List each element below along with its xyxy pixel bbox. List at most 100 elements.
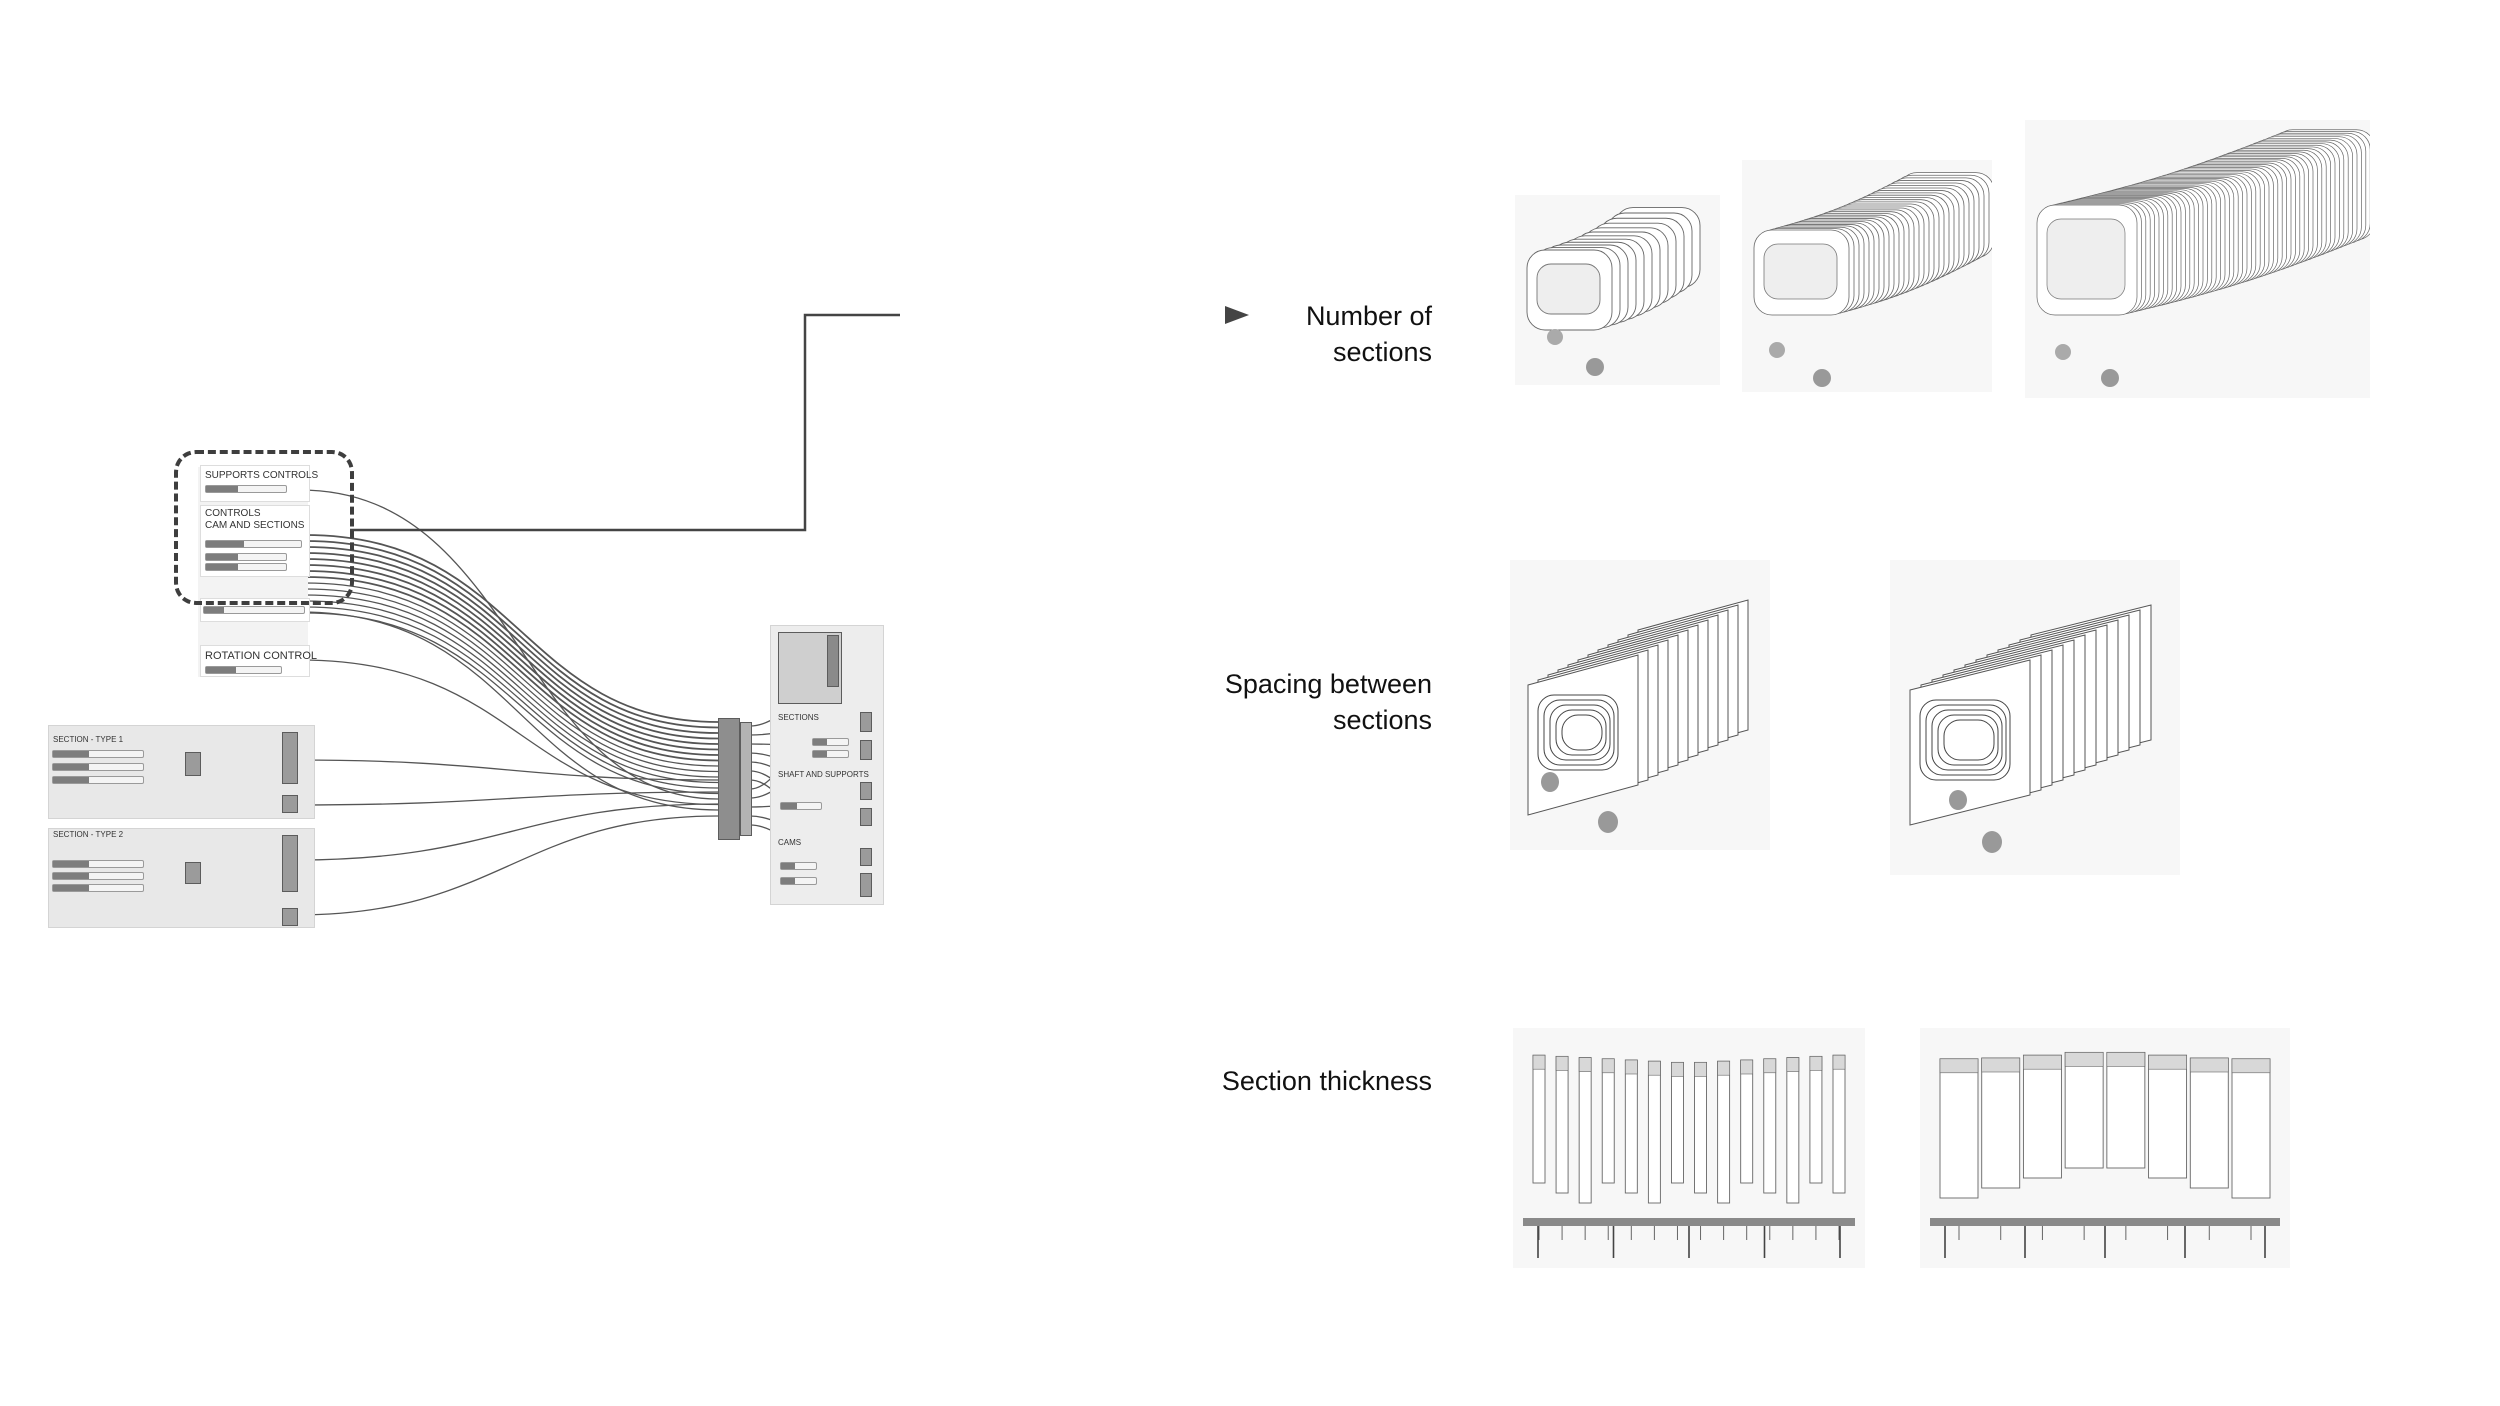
- cams-node-b[interactable]: [860, 873, 872, 897]
- type1-slider-3[interactable]: [52, 776, 144, 784]
- wire: [304, 570, 719, 756]
- central-merge-component[interactable]: [718, 718, 740, 840]
- cam-contour: [1925, 704, 2007, 776]
- shaft-node-b[interactable]: [860, 808, 872, 826]
- cam-slider-2[interactable]: [205, 553, 287, 561]
- shaft-bar: [1930, 1218, 2280, 1226]
- type1-merge-component[interactable]: [185, 752, 201, 776]
- cam-contour: [1931, 709, 2003, 771]
- cam-contour: [1549, 704, 1611, 761]
- wire: [304, 588, 719, 773]
- wire: [295, 815, 719, 916]
- preview-small[interactable]: [827, 635, 839, 687]
- label-number-of-sections: Number of sections: [1305, 301, 1432, 367]
- section-cap: [2106, 1052, 2146, 1067]
- cam-sections-title: CAM AND SECTIONS: [205, 520, 305, 531]
- section-elevation: [1694, 1061, 1707, 1194]
- cams-title: CAMS: [778, 838, 802, 847]
- section-elevation: [1981, 1057, 2021, 1189]
- type1-output-component[interactable]: [282, 732, 298, 784]
- controls-title: CONTROLS: [205, 508, 261, 519]
- section-cap: [2148, 1054, 2187, 1070]
- sections-title: SECTIONS: [778, 713, 819, 722]
- section-elevation: [2189, 1057, 2229, 1189]
- wire: [295, 791, 719, 806]
- section-opening: [1763, 243, 1838, 300]
- section-cap: [1786, 1057, 1800, 1072]
- wire: [299, 659, 719, 806]
- sections-node-a[interactable]: [860, 712, 872, 732]
- section-cap: [2023, 1054, 2062, 1070]
- central-merge-outputs[interactable]: [740, 722, 752, 836]
- section-cap: [1625, 1059, 1638, 1075]
- supports-controls-title: SUPPORTS CONTROLS: [205, 470, 319, 481]
- render-sections-medium: [1742, 160, 1992, 392]
- section-cap: [1601, 1058, 1615, 1074]
- cam-slider-1[interactable]: [205, 540, 302, 548]
- wire: [304, 600, 719, 784]
- type1-slider-2[interactable]: [52, 763, 144, 771]
- wire: [304, 612, 719, 795]
- section-elevation: [1832, 1054, 1846, 1194]
- section-elevation: [2231, 1058, 2271, 1199]
- section-cap: [2231, 1058, 2271, 1074]
- section-cap: [1939, 1058, 1979, 1074]
- section-elevation: [1671, 1061, 1684, 1184]
- type2-merge-component[interactable]: [185, 862, 201, 884]
- section-cap: [1740, 1059, 1753, 1075]
- type2-output-small[interactable]: [282, 908, 298, 926]
- section-type-1-group[interactable]: [48, 725, 315, 819]
- extra-slider[interactable]: [203, 606, 305, 614]
- section-cap: [1578, 1057, 1592, 1072]
- render-spacing-tight: [1510, 560, 1770, 850]
- section-cap: [2189, 1057, 2229, 1073]
- shaft-slider[interactable]: [780, 802, 822, 810]
- render-sections-many: [2025, 120, 2370, 398]
- section-cap: [1694, 1062, 1707, 1077]
- section-elevation: [1939, 1058, 1979, 1199]
- cam-slider-3[interactable]: [205, 563, 287, 571]
- cam-contour: [1555, 709, 1607, 756]
- section-type-1-title: SECTION - TYPE 1: [53, 735, 124, 744]
- label-section-thickness: Section thickness: [1221, 1066, 1432, 1096]
- supports-controls-box[interactable]: [200, 465, 310, 502]
- wire: [304, 546, 719, 734]
- sections-slider[interactable]: [812, 738, 849, 746]
- section-elevation: [1717, 1060, 1731, 1204]
- render-thickness-thick: [1920, 1028, 2290, 1268]
- wire: [299, 489, 719, 800]
- rotation-slider[interactable]: [205, 666, 282, 674]
- cams-slider-2[interactable]: [780, 877, 817, 885]
- section-elevation: [2064, 1051, 2104, 1169]
- shaft-node-a[interactable]: [860, 782, 872, 800]
- wire: [304, 534, 719, 723]
- type2-slider-3[interactable]: [52, 884, 144, 892]
- support-slider[interactable]: [205, 485, 287, 493]
- sections-slider-2[interactable]: [812, 750, 849, 758]
- wire: [304, 606, 719, 789]
- cam-contour: [1937, 714, 1999, 766]
- wire: [304, 540, 719, 729]
- sections-node-b[interactable]: [860, 740, 872, 760]
- render-spacing-wide: [1890, 560, 2180, 875]
- section-type-2-title: SECTION - TYPE 2: [53, 830, 124, 839]
- cams-slider[interactable]: [780, 862, 817, 870]
- cam-contour: [1537, 694, 1619, 771]
- type1-output-small[interactable]: [282, 795, 298, 813]
- controls-highlight-dashed: [174, 450, 354, 605]
- section-elevation: [1532, 1054, 1546, 1184]
- section-elevation: [1809, 1055, 1823, 1184]
- section-cap: [1809, 1056, 1823, 1071]
- render-sections-few: [1515, 195, 1720, 385]
- type1-slider-1[interactable]: [52, 750, 144, 758]
- type2-slider-2[interactable]: [52, 872, 144, 880]
- section-elevation: [1578, 1057, 1592, 1204]
- wire: [295, 803, 719, 861]
- cams-node-a[interactable]: [860, 848, 872, 866]
- wire: [304, 594, 719, 778]
- wire: [304, 576, 719, 762]
- type2-output-component[interactable]: [282, 835, 298, 892]
- type2-slider-1[interactable]: [52, 860, 144, 868]
- section-elevation: [2106, 1051, 2146, 1169]
- cam-contour: [1919, 699, 2011, 781]
